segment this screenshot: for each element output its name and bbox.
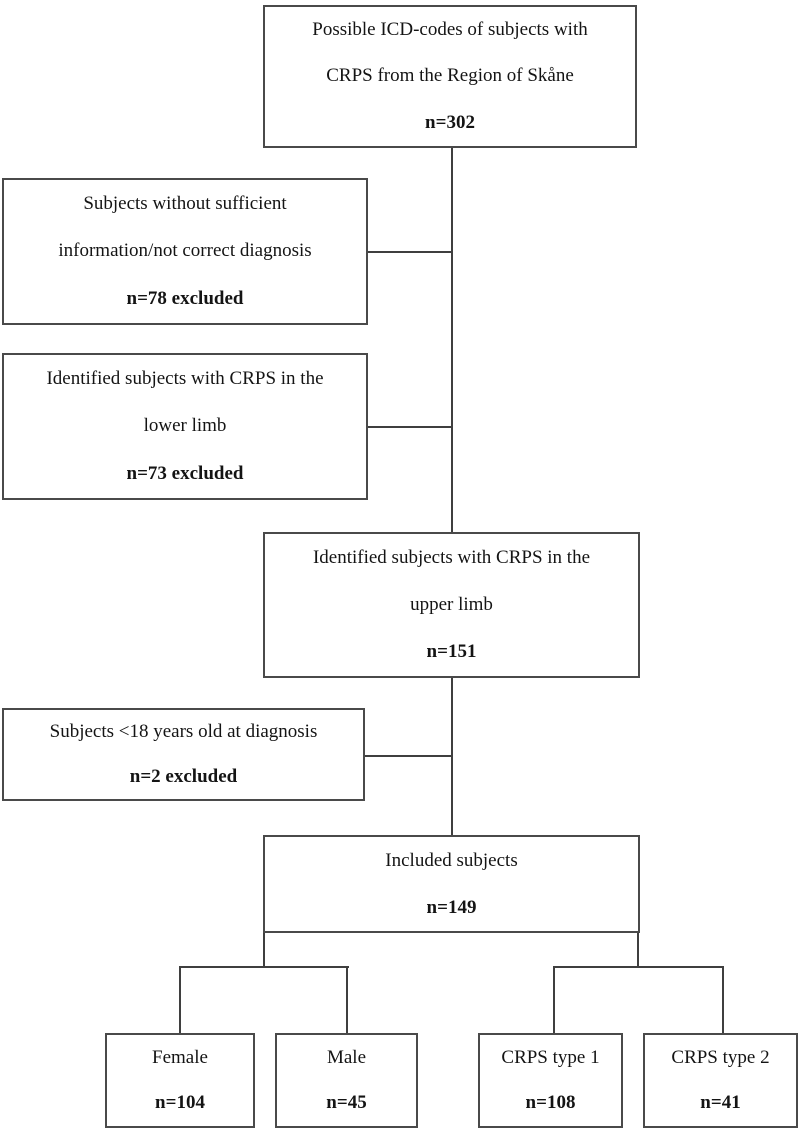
node-count: n=302: [425, 111, 475, 133]
node-text-line: Possible ICD-codes of subjects with: [312, 19, 588, 41]
node-count: n=151: [426, 641, 477, 663]
node-count: n=45: [326, 1092, 367, 1114]
node-text-line: CRPS from the Region of Skåne: [326, 65, 574, 87]
node-text-line: Male: [326, 1046, 367, 1068]
connector-left-split-bar: [179, 966, 349, 968]
connector-crps-type-2-drop: [722, 966, 724, 1034]
node-excluded-lower-limb: Identified subjects with CRPS in the low…: [2, 353, 368, 500]
node-excluded-under-18: Subjects <18 years old at diagnosis n=2 …: [2, 708, 365, 801]
node-count: n=108: [525, 1092, 576, 1114]
connector-male-drop: [346, 966, 348, 1034]
node-count: n=78 excluded: [126, 288, 244, 310]
connector-included-left-drop: [263, 932, 265, 968]
connector-right-split-bar: [553, 966, 724, 968]
node-text-line: CRPS type 2: [671, 1046, 770, 1068]
node-text-line: lower limb: [143, 415, 227, 437]
node-count: n=73 excluded: [126, 463, 244, 485]
connector-source-to-upper-limb: [451, 147, 453, 533]
connector-crps-type-1-drop: [553, 966, 555, 1034]
node-count: n=149: [426, 896, 477, 918]
node-count: n=41: [700, 1092, 741, 1114]
connector-female-drop: [179, 966, 181, 1034]
node-crps-type-1: CRPS type 1 n=108: [478, 1033, 623, 1128]
node-female: Female n=104: [105, 1033, 255, 1128]
node-text-line: upper limb: [410, 593, 493, 615]
connector-excluded-lower-limb-stub: [366, 426, 453, 428]
node-possible-icd-codes: Possible ICD-codes of subjects with CRPS…: [263, 5, 637, 148]
connector-included-right-drop: [637, 932, 639, 968]
node-text-line: Identified subjects with CRPS in the: [312, 546, 591, 568]
node-text-line: CRPS type 1: [501, 1046, 600, 1068]
node-text-line: Female: [152, 1046, 208, 1068]
node-count: n=2 excluded: [129, 765, 238, 787]
node-text-line: Identified subjects with CRPS in the: [46, 367, 324, 389]
node-male: Male n=45: [275, 1033, 418, 1128]
node-text-line: Subjects without sufficient: [83, 192, 287, 214]
node-included-subjects: Included subjects n=149: [263, 835, 640, 933]
connector-excluded-under-18-stub: [363, 755, 453, 757]
node-excluded-insufficient-info: Subjects without sufficient information/…: [2, 178, 368, 325]
node-text-line: information/not correct diagnosis: [58, 240, 312, 262]
node-text-line: Included subjects: [385, 849, 518, 871]
connector-excluded-insufficient-stub: [366, 251, 453, 253]
node-count: n=104: [155, 1092, 205, 1114]
node-crps-type-2: CRPS type 2 n=41: [643, 1033, 798, 1128]
node-text-line: Subjects <18 years old at diagnosis: [49, 721, 318, 743]
node-upper-limb: Identified subjects with CRPS in the upp…: [263, 532, 640, 678]
